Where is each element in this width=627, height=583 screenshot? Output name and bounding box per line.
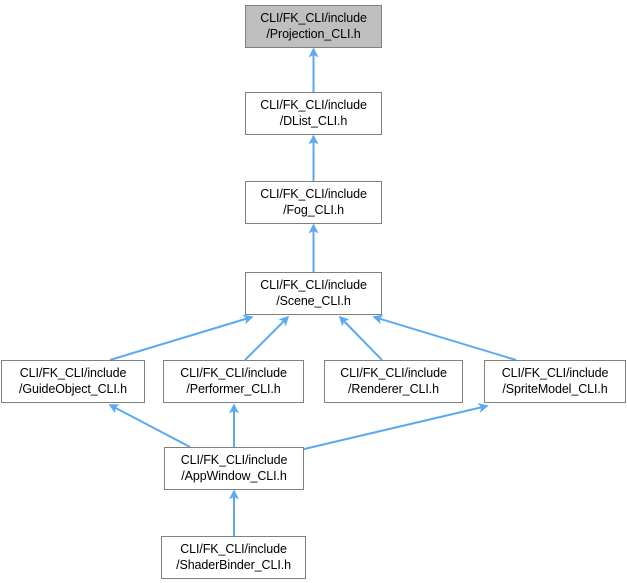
graph-node-scene[interactable]: CLI/FK_CLI/include/Scene_CLI.h	[245, 272, 382, 315]
node-label-line1: CLI/FK_CLI/include	[260, 187, 367, 201]
edge-appwindow-to-guideobject	[108, 404, 191, 448]
node-label-line1: CLI/FK_CLI/include	[501, 366, 609, 380]
node-label-line2: /AppWindow_CLI.h	[181, 468, 287, 483]
node-label-line1: CLI/FK_CLI/include	[180, 542, 287, 556]
graph-node-dlist[interactable]: CLI/FK_CLI/include/DList_CLI.h	[245, 92, 382, 135]
node-label-line1: CLI/FK_CLI/include	[180, 366, 287, 380]
node-label-line1: CLI/FK_CLI/include	[260, 98, 367, 112]
node-label-line1: CLI/FK_CLI/include	[260, 11, 367, 25]
node-label-line2: /Projection_CLI.h	[266, 26, 361, 41]
graph-node-shaderbinder[interactable]: CLI/FK_CLI/include/ShaderBinder_CLI.h	[161, 536, 306, 579]
graph-node-spritemodel[interactable]: CLI/FK_CLI/include/SpriteModel_CLI.h	[484, 360, 626, 403]
graph-node-renderer[interactable]: CLI/FK_CLI/include/Renderer_CLI.h	[324, 360, 463, 403]
node-label-line1: CLI/FK_CLI/include	[19, 366, 127, 380]
node-label-line2: /DList_CLI.h	[279, 113, 348, 128]
edge-appwindow-to-spritemodel	[299, 403, 489, 451]
node-label-line2: /Performer_CLI.h	[186, 381, 281, 396]
node-label-line1: CLI/FK_CLI/include	[180, 453, 288, 467]
graph-node-projection[interactable]: CLI/FK_CLI/include/Projection_CLI.h	[245, 5, 382, 48]
node-label-line2: /ShaderBinder_CLI.h	[176, 557, 291, 572]
graph-node-appwindow[interactable]: CLI/FK_CLI/include/AppWindow_CLI.h	[164, 447, 304, 490]
graph-node-guideobject[interactable]: CLI/FK_CLI/include/GuideObject_CLI.h	[1, 360, 145, 403]
node-label-line2: /GuideObject_CLI.h	[19, 381, 127, 396]
node-label-line1: CLI/FK_CLI/include	[340, 366, 447, 380]
node-label-line1: CLI/FK_CLI/include	[260, 278, 367, 292]
node-label-line2: /Scene_CLI.h	[276, 293, 351, 308]
edge-renderer-to-scene	[338, 315, 383, 361]
node-label-line2: /SpriteModel_CLI.h	[502, 381, 608, 396]
edge-performer-to-scene	[244, 315, 290, 361]
node-label-line2: /Fog_CLI.h	[283, 202, 344, 217]
node-label-line2: /Renderer_CLI.h	[348, 381, 439, 396]
graph-node-performer[interactable]: CLI/FK_CLI/include/Performer_CLI.h	[163, 360, 304, 403]
graph-node-fog[interactable]: CLI/FK_CLI/include/Fog_CLI.h	[245, 181, 382, 224]
edge-guideobject-to-scene	[109, 314, 254, 361]
edge-spritemodel-to-scene	[372, 314, 517, 361]
